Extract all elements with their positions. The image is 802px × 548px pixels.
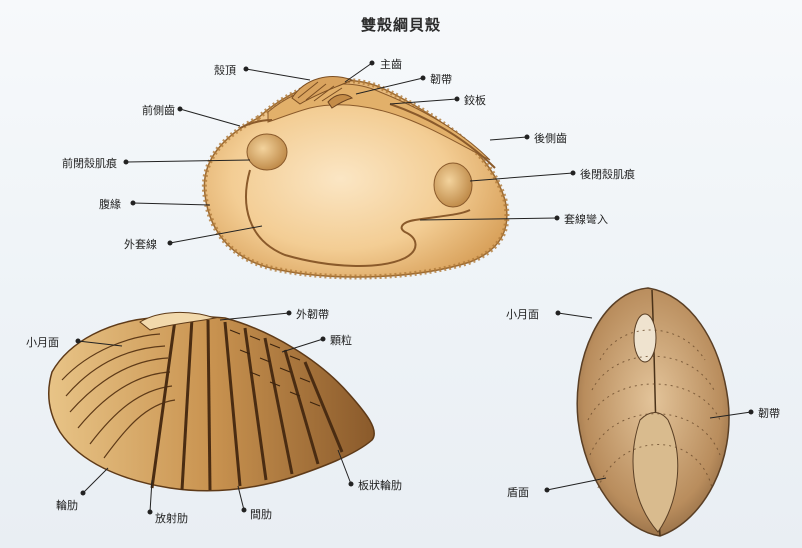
label-pallial-sinus: 套線彎入 bbox=[564, 211, 608, 227]
label-anterior-lateral-tooth: 前側齒 bbox=[142, 102, 175, 118]
side-shell-body bbox=[49, 316, 375, 491]
label-ventral-margin: 腹緣 bbox=[99, 196, 121, 212]
dorsal-view bbox=[577, 288, 729, 536]
label-interspace-ribs: 間肋 bbox=[250, 506, 272, 522]
label-ligament-right: 韌帶 bbox=[758, 405, 780, 421]
anterior-adductor-scar bbox=[247, 134, 287, 170]
inner-valve-view bbox=[204, 77, 507, 277]
label-lunule-right: 小月面 bbox=[506, 306, 539, 322]
label-ligament: 韌帶 bbox=[430, 71, 452, 87]
label-posterior-adductor-scar: 後閉殼肌痕 bbox=[580, 166, 635, 182]
label-radial-ribs: 放射肋 bbox=[155, 510, 188, 526]
label-umbo: 殼頂 bbox=[214, 62, 236, 78]
label-escutcheon: 盾面 bbox=[507, 484, 529, 500]
label-posterior-lateral-tooth: 後側齒 bbox=[534, 130, 567, 146]
label-concentric-ribs: 輪肋 bbox=[56, 497, 78, 513]
label-granules: 顆粒 bbox=[330, 332, 352, 348]
label-pallial-line: 外套線 bbox=[124, 236, 157, 252]
label-lunule: 小月面 bbox=[26, 334, 59, 350]
label-external-ligament: 外韌帶 bbox=[296, 306, 329, 322]
label-anterior-adductor-scar: 前閉殼肌痕 bbox=[62, 155, 117, 171]
label-cardinal-tooth: 主齒 bbox=[380, 56, 402, 72]
lunule-dorsal bbox=[634, 314, 656, 362]
label-hinge-plate: 鉸板 bbox=[464, 92, 486, 108]
posterior-adductor-scar bbox=[434, 163, 472, 207]
label-lamellar-ribs: 板狀輪肋 bbox=[358, 477, 402, 493]
